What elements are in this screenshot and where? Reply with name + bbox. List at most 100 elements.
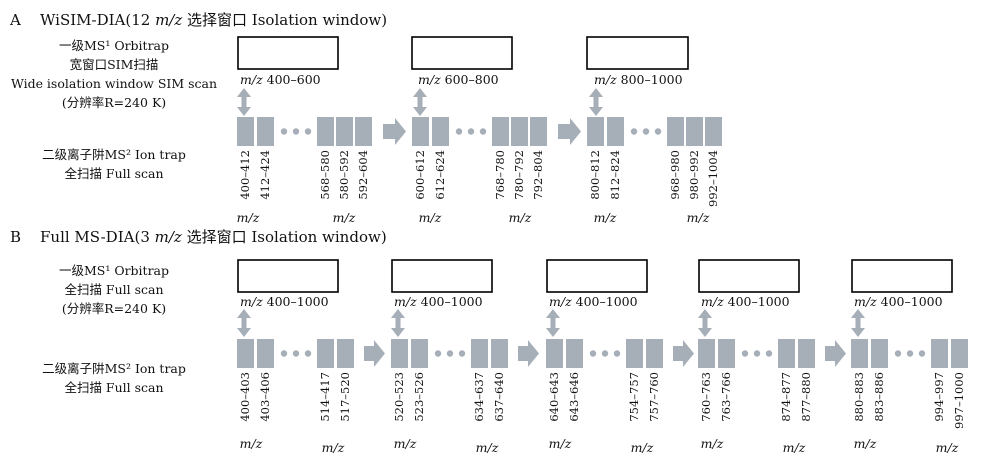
panel-a-title: WiSIM-DIA(12 m/z 选择窗口 Isolation window) xyxy=(40,11,387,29)
ellipsis-dot xyxy=(654,128,662,135)
double-arrow-icon xyxy=(546,309,560,337)
window-label: 400–403 xyxy=(238,372,252,422)
ms2-window xyxy=(705,117,722,146)
panel-b-ms2-label: 二级离子阱MS² Ion trap 全扫描 Full scan xyxy=(42,361,186,395)
window-label: 994–997 xyxy=(932,372,946,422)
right-arrow-icon xyxy=(364,340,385,367)
ms1-line: 一级MS¹ Orbitrap xyxy=(59,263,169,278)
window-label: 400–412 xyxy=(238,150,252,200)
window-label: 792–804 xyxy=(531,150,545,200)
ms1-line: 一级MS¹ Orbitrap xyxy=(59,38,169,53)
ellipsis-dot xyxy=(280,350,288,357)
ms2-window xyxy=(851,339,868,368)
panel-a-group-3: m/z 800–1000 800–812 812–824 968–980 980… xyxy=(586,36,722,225)
ms2-window xyxy=(626,339,643,368)
window-label: 592–604 xyxy=(356,150,370,200)
ms1-line: (分辨率R=240 K) xyxy=(62,95,166,110)
panel-a-ms1-label: 一级MS¹ Orbitrap 宽窗口SIM扫描 Wide isolation w… xyxy=(11,38,217,110)
window-label: 640–643 xyxy=(547,372,561,422)
window-label: 580–592 xyxy=(337,150,351,200)
panel-a: A WiSIM-DIA(12 m/z 选择窗口 Isolation window… xyxy=(9,11,722,225)
ms2-window xyxy=(546,339,563,368)
mz-unit: m/z xyxy=(701,436,724,451)
ms1-scan-box xyxy=(391,259,493,293)
window-label: 768–780 xyxy=(493,150,507,200)
ms2-window xyxy=(667,117,684,146)
ms2-window xyxy=(412,117,429,146)
window-label: 874–877 xyxy=(779,372,793,422)
mz-unit: m/z xyxy=(631,440,654,455)
ellipsis-dot xyxy=(601,350,609,357)
panel-b-letter: B xyxy=(10,228,21,246)
ellipsis-dot xyxy=(292,128,300,135)
ellipsis-dot xyxy=(458,350,466,357)
ellipsis-dot xyxy=(613,350,621,357)
window-label: 997–1000 xyxy=(952,372,966,429)
window-label: 523–526 xyxy=(412,372,426,422)
ms1-range-label: m/z 400–600 xyxy=(240,72,321,87)
ellipsis-dot xyxy=(753,350,761,357)
ms2-window xyxy=(778,339,795,368)
window-label: 643–646 xyxy=(567,372,581,422)
ellipsis-dot xyxy=(446,350,454,357)
ms2-window xyxy=(566,339,583,368)
ms1-scan-box xyxy=(237,259,339,293)
double-arrow-icon xyxy=(851,309,865,337)
ms1-scan-box xyxy=(546,259,648,293)
window-label: 412–424 xyxy=(258,150,272,200)
mz-unit: m/z xyxy=(333,210,356,225)
ellipsis-dot xyxy=(894,350,902,357)
window-label: 754–757 xyxy=(627,372,641,422)
ellipsis-dot xyxy=(455,128,463,135)
mz-unit: m/z xyxy=(240,436,263,451)
panel-b-title: Full MS-DIA(3 m/z 选择窗口 Isolation window) xyxy=(40,228,387,246)
ellipsis-dot xyxy=(280,128,288,135)
panel-a-ms2-label: 二级离子阱MS² Ion trap 全扫描 Full scan xyxy=(42,147,186,181)
ms1-range-label: m/z 400–1000 xyxy=(701,294,790,309)
ms2-window xyxy=(237,339,254,368)
ellipsis-dot xyxy=(304,128,312,135)
ms2-window xyxy=(492,117,509,146)
double-arrow-icon xyxy=(237,309,251,337)
ms2-window xyxy=(257,117,274,146)
mz-unit: m/z xyxy=(237,210,260,225)
ms2-window xyxy=(317,117,334,146)
window-label: 992–1004 xyxy=(706,150,720,207)
double-arrow-icon xyxy=(589,88,603,116)
ms1-range-label: m/z 400–1000 xyxy=(549,294,638,309)
ms2-line: 全扫描 Full scan xyxy=(64,380,163,395)
ms2-window xyxy=(686,117,703,146)
mz-unit: m/z xyxy=(687,210,710,225)
ms2-window xyxy=(237,117,254,146)
ms2-window xyxy=(931,339,948,368)
ms1-range-label: m/z 400–1000 xyxy=(240,294,329,309)
ellipsis-dot xyxy=(467,128,475,135)
window-label: 517–520 xyxy=(338,372,352,422)
window-label: 883–886 xyxy=(872,372,886,422)
panel-a-group-2: m/z 600–800 600–612 612–624 768–780 780–… xyxy=(411,36,547,225)
ms1-scan-box xyxy=(586,36,689,70)
window-label: 514–417 xyxy=(318,372,332,422)
ms2-window xyxy=(587,117,604,146)
double-arrow-icon xyxy=(237,88,251,116)
ms2-line: 二级离子阱MS² Ion trap xyxy=(42,147,186,162)
window-label: 600–612 xyxy=(413,150,427,200)
mz-unit: m/z xyxy=(594,210,617,225)
ms1-range-label: m/z 800–1000 xyxy=(594,72,683,87)
ms2-line: 全扫描 Full scan xyxy=(64,166,163,181)
ms2-window xyxy=(798,339,815,368)
ms2-window xyxy=(391,339,408,368)
ms2-window xyxy=(718,339,735,368)
ellipsis-dot xyxy=(741,350,749,357)
window-label: 634–637 xyxy=(472,372,486,422)
ms2-window xyxy=(355,117,372,146)
ellipsis-dot xyxy=(479,128,487,135)
window-label: 637–640 xyxy=(492,372,506,422)
right-arrow-icon xyxy=(558,118,581,145)
window-label: 812–824 xyxy=(608,150,622,200)
